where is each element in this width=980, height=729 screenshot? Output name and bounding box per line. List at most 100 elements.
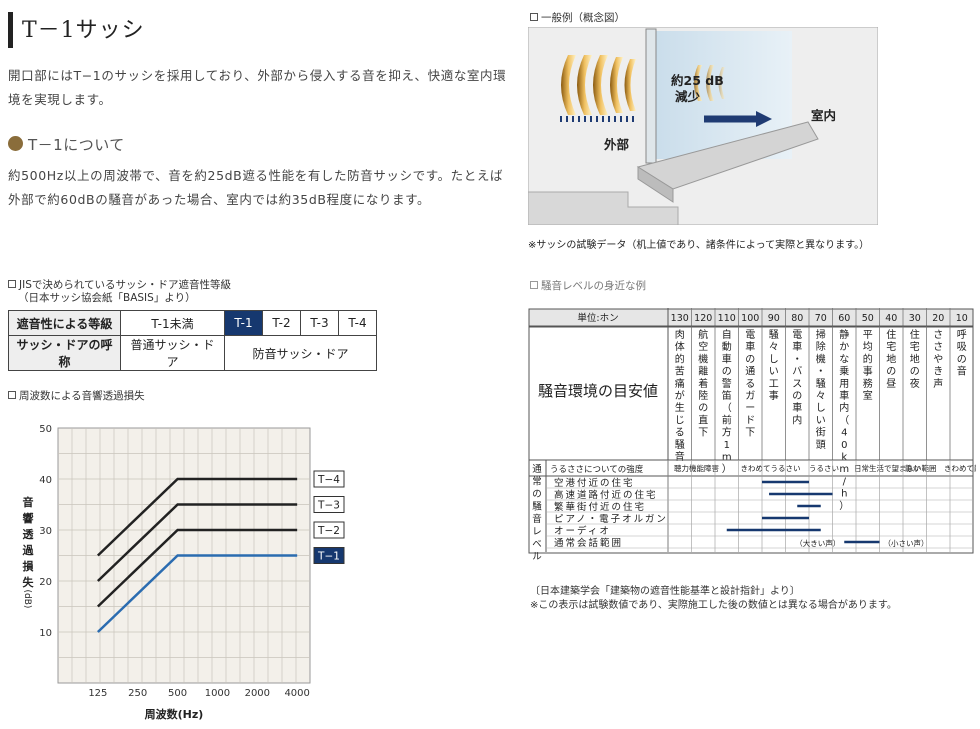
row-label: オーディオ [554,525,611,537]
name-row-label: サッシ・ドアの呼称 [8,335,121,371]
square-bullet-icon [8,391,16,399]
guide-example: 肉体的苦痛が生じる騒音 [675,328,685,463]
series-label-box [313,547,345,564]
table-header-row [528,308,974,328]
guide-example: 電車・バスの車内 [792,329,802,426]
page-title: T－1サッシ [22,18,145,43]
series-label: T−1 [317,551,340,563]
grade-table: 遮音性による等級 T-1未満 T-1 T-2 T-3 T-4 サッシ・ドアの呼称… [8,310,377,371]
y-axis-label-char: 透 [23,528,35,541]
grade-cell-highlight: T-1 [224,310,263,336]
y-axis-unit: (dB) [22,590,32,609]
graph-title: 周波数による音響透過損失 [19,390,145,402]
intro-text: 開口部にはT−1のサッシを採用しており、外部から侵入する音を抑え、快適な室内環境… [8,68,507,107]
inside-label: 室内 [811,108,836,123]
row-label: 高速道路付近の住宅 [554,489,658,501]
ground-structure [528,121,819,225]
scale-value: 10 [956,313,968,324]
y-axis-label-char: 響 [23,511,34,525]
name-cell: 防音サッシ・ドア [224,335,377,371]
grade-cell: T-4 [338,310,377,336]
section-text: 約500Hz以上の周波帯で、音を約25dB遮る性能を有した防音サッシです。たとえ… [8,168,504,207]
series-label: T−2 [317,525,340,537]
scale-value: 30 [909,313,921,324]
sound-wave-icon [561,55,725,115]
section-bullet-icon [8,136,23,151]
grade-heading-line2: （日本サッシ協会紙「BASIS」より） [18,292,196,304]
x-axis-label: 周波数(Hz) [145,707,204,721]
guide-example: ささやき声 [933,329,943,390]
title-accent-bar [8,12,13,48]
x-tick-label: 125 [88,688,107,699]
strength-level: うるさい [809,464,839,473]
series-label-box [313,496,345,513]
y-axis-label-char: 音 [23,495,34,509]
table-frame [528,308,974,554]
window-frame [645,28,657,164]
reduction-label: 減少 [675,89,701,104]
scale-value: 110 [718,313,736,324]
guide-example: 騒々しい工事 [769,329,779,402]
grade-row-label: 遮音性による等級 [8,310,121,336]
scale-value: 130 [671,313,689,324]
y-axis-label-char: 過 [22,543,35,557]
inside-arrow-head-icon [756,111,772,127]
y-tick-label: 30 [39,526,52,537]
reduction-value: 約25 dB [671,73,724,88]
strength-level: 聴力機能障害 [674,463,719,473]
scale-value: 80 [791,313,803,324]
guide-example: 住宅地の昼 [886,328,896,390]
y-tick-label: 50 [39,424,52,435]
range-note-left: （大きい声） [795,538,840,548]
y-tick-label: 10 [39,628,52,639]
scale-value: 70 [815,313,827,324]
grade-cell: T-1未満 [120,310,225,336]
x-tick-label: 250 [128,688,147,699]
row-label: 通常会話範囲 [554,537,623,549]
strength-level: 日常生活で望ましい範囲 [854,463,937,473]
guide-example: 電車の通るガード下 [745,329,755,439]
guide-example: 呼吸の音 [957,329,967,378]
section-heading: T－1について [28,136,125,154]
concept-figure: 約25 dB 減少 外部 室内 [528,27,878,225]
square-bullet-icon [8,280,16,288]
x-tick-label: 2000 [245,688,270,699]
graph-heading: 周波数による音響透過損失 [8,390,145,403]
strength-level: 静か [905,463,920,473]
grade-cell: T-2 [262,310,301,336]
name-cell: 普通サッシ・ドア [120,335,225,371]
row-label: 繁華街付近の住宅 [554,501,646,513]
side-label: 通常の騒音レベル [532,464,542,563]
strength-label: うるささについての強度 [550,464,644,475]
noise-footer-note: ※この表示は試験数値であり、実際施工した後の数値とは異なる場合があります。 [530,600,897,611]
scale-value: 20 [932,313,944,324]
concept-heading: 一般例（概念図） [530,12,625,25]
guide-label: 騒音環境の目安値 [538,382,658,400]
scale-value: 60 [838,313,850,324]
guide-example: 住宅地の夜 [910,328,920,390]
series-line [96,554,298,633]
y-axis-label-char: 失 [23,575,35,589]
x-tick-label: 4000 [284,688,309,699]
noise-heading: 騒音レベルの身近な例 [530,280,646,293]
outside-label: 外部 [603,137,630,152]
scale-value: 50 [862,313,874,324]
row-label: 空港付近の住宅 [554,477,635,489]
grade-row: 遮音性による等級 T-1未満 T-1 T-2 T-3 T-4 [8,310,377,336]
strength-level: きわめてうるさい [741,464,801,473]
unit-label: 単位:ホン [577,312,618,324]
guide-example: 平均的事務室 [863,330,873,402]
scale-value: 120 [694,313,712,324]
y-tick-label: 20 [39,577,52,588]
square-bullet-icon [530,13,538,21]
guide-example: 掃除機・騒々しい街頭 [816,328,826,451]
series-label: T−3 [317,500,340,512]
name-row: サッシ・ドアの呼称 普通サッシ・ドア 防音サッシ・ドア [8,335,377,371]
y-axis-label-char: 損 [23,559,35,573]
series-line [96,528,298,608]
series-label-box [313,521,345,539]
